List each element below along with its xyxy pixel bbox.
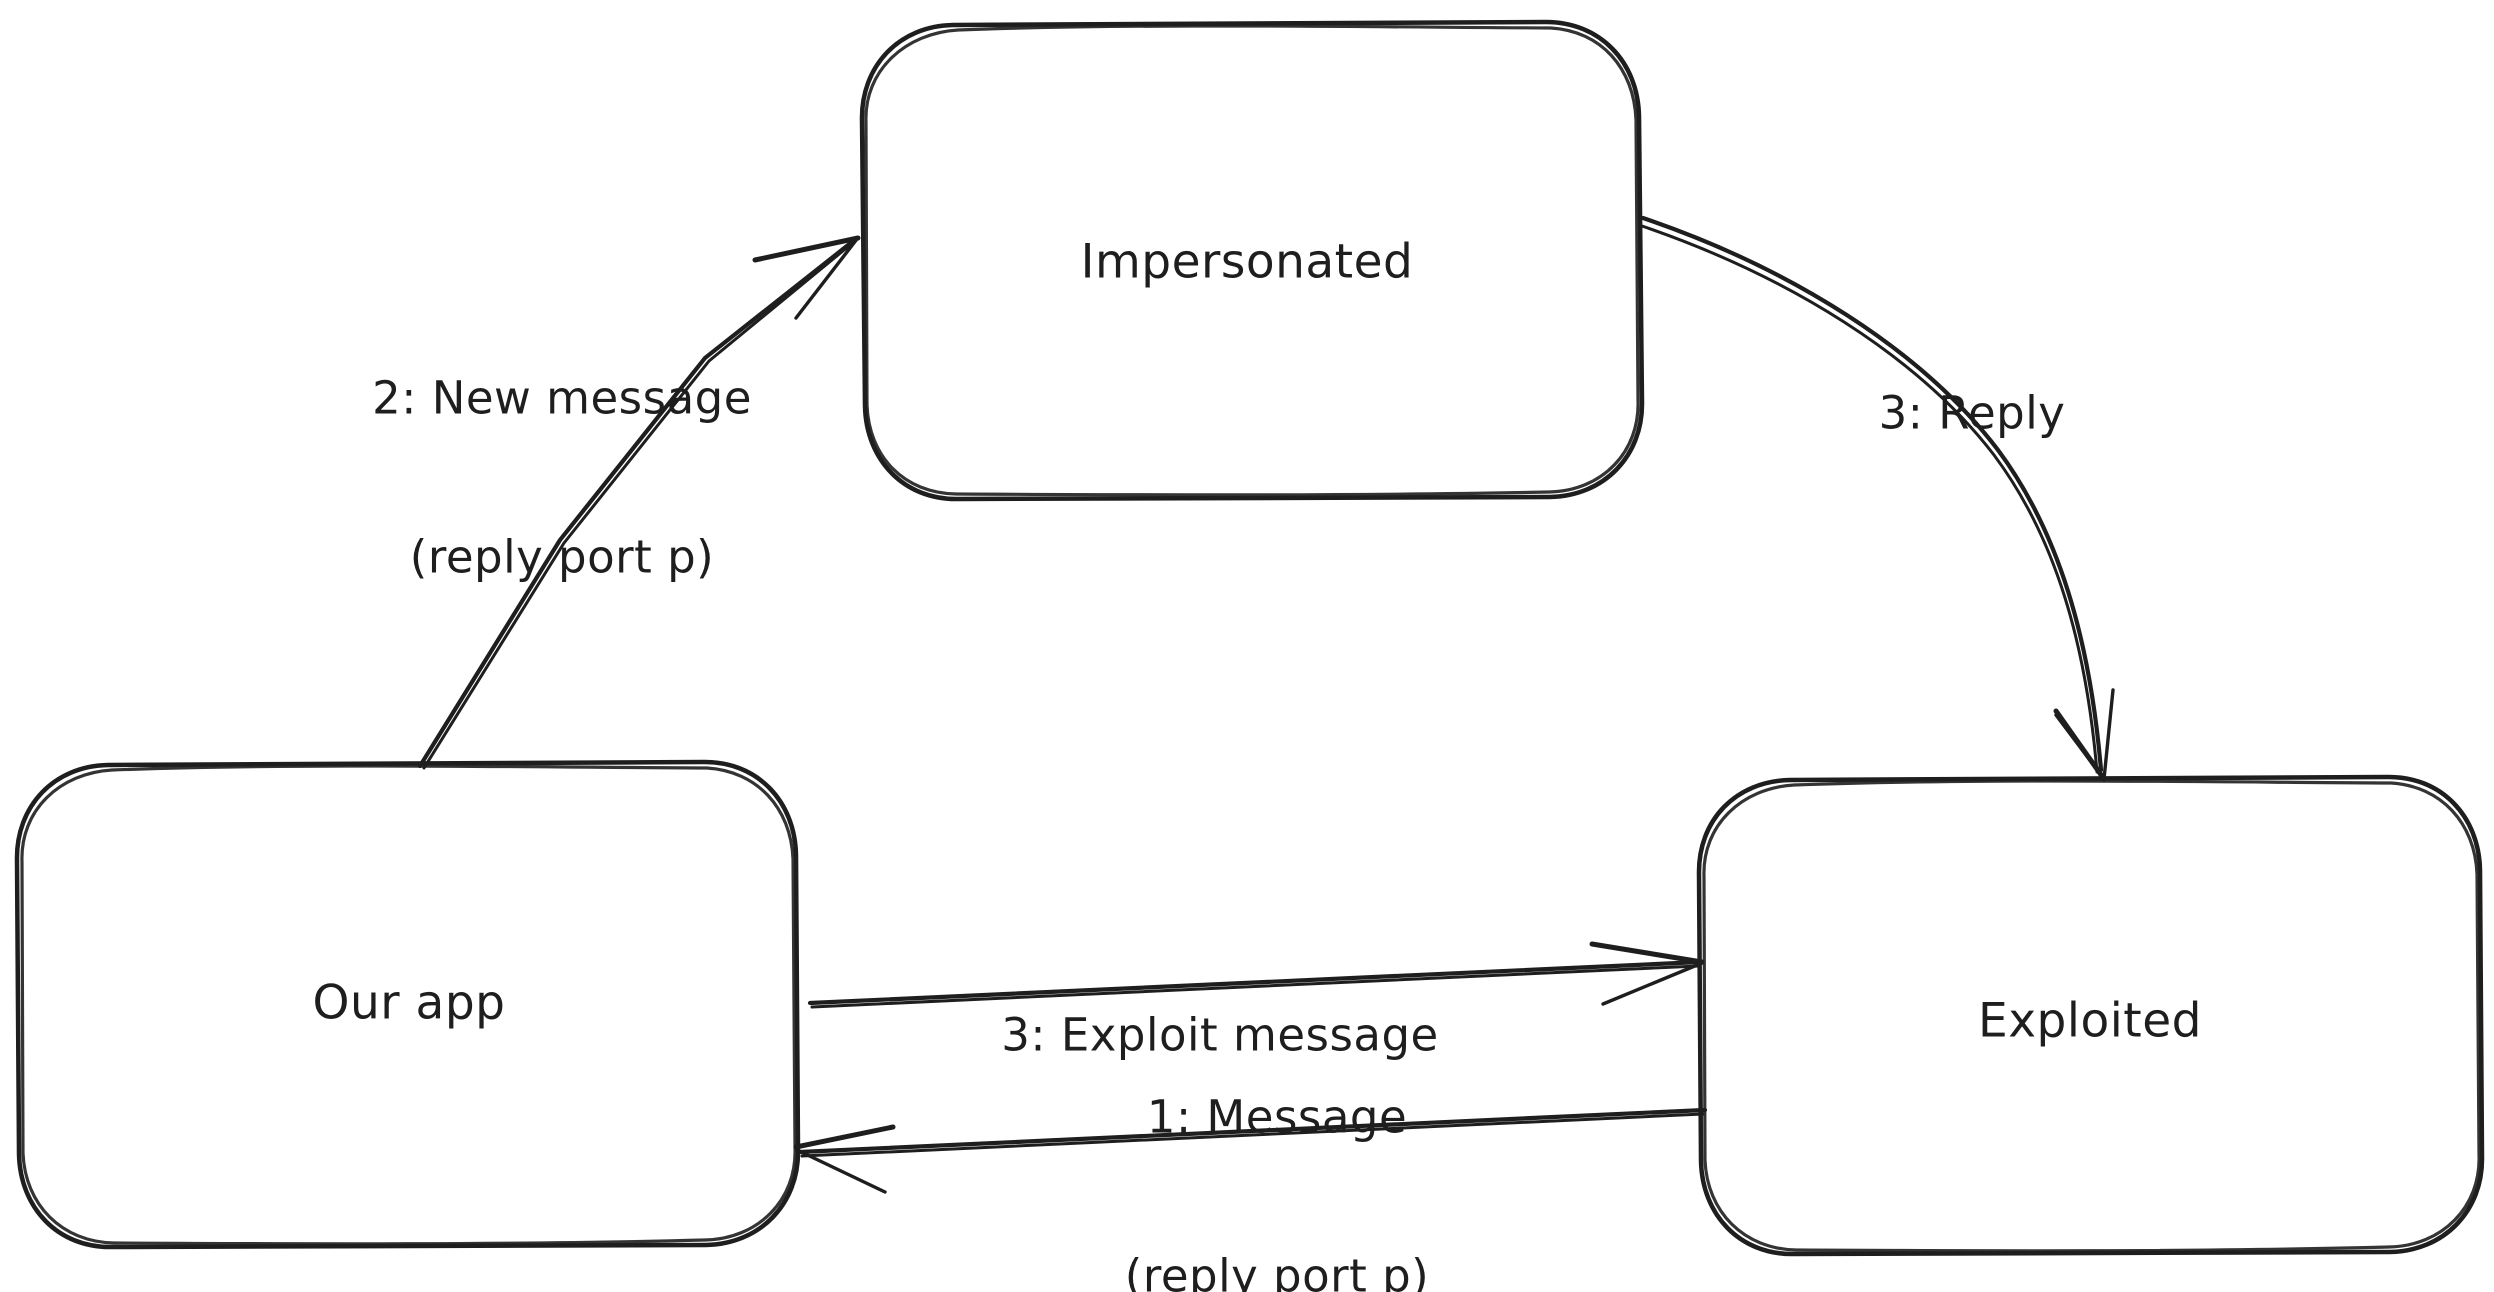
node-our-app[interactable] bbox=[14, 759, 801, 1250]
edge-reply-arrowhead-b bbox=[2102, 688, 2115, 781]
edge-exploit-message-line bbox=[807, 959, 1703, 1006]
edge-reply[interactable] bbox=[1640, 215, 2115, 782]
edge-new-message-line-pass bbox=[422, 239, 857, 770]
edge-reply-label-line1: 3: Reply bbox=[1878, 386, 2066, 440]
node-impersonated-outline bbox=[859, 19, 1645, 502]
node-exploited[interactable] bbox=[1696, 774, 2485, 1257]
node-our-app-outline bbox=[14, 759, 801, 1250]
edge-exploit-message-line-pass bbox=[810, 964, 1700, 1009]
edge-new-message-label: 2: New message (reply port p) bbox=[372, 266, 752, 691]
edge-new-message[interactable] bbox=[417, 235, 861, 770]
edge-new-message-arrowhead-b bbox=[794, 237, 859, 320]
node-impersonated-label: Impersonated bbox=[1080, 234, 1414, 290]
edge-new-message-arrowhead bbox=[752, 235, 861, 263]
edge-reply-label: 3: Reply bbox=[1879, 280, 2066, 545]
edge-new-message-label-line1: 2: New message bbox=[372, 371, 752, 425]
edge-exploit-message-label-line1: 3: Exploit message bbox=[1001, 1008, 1439, 1062]
edge-new-message-line bbox=[417, 235, 860, 769]
edge-message-line bbox=[797, 1107, 1708, 1155]
edge-reply-line-pass bbox=[1640, 224, 2099, 774]
edge-exploit-message-arrowhead-b bbox=[1601, 961, 1704, 1006]
node-impersonated[interactable] bbox=[859, 19, 1645, 502]
edge-message-label-line2: (reply port p) bbox=[1124, 1250, 1430, 1292]
edge-message-arrowhead-b bbox=[795, 1148, 887, 1194]
edge-new-message-label-line2: (reply port p) bbox=[409, 531, 715, 585]
edge-message-label-line1: 1: Message bbox=[1146, 1090, 1408, 1144]
edge-message-arrowhead bbox=[793, 1124, 896, 1150]
node-exploited-label: Exploited bbox=[1978, 993, 2202, 1049]
edge-exploit-message-arrowhead bbox=[1589, 941, 1705, 965]
node-exploited-sketch-pass bbox=[1702, 779, 2481, 1253]
edge-message-label: 1: Message (reply port p) bbox=[1125, 985, 1429, 1292]
node-our-app-sketch-pass bbox=[20, 764, 797, 1246]
edge-exploit-message[interactable] bbox=[807, 941, 1705, 1009]
edge-reply-line bbox=[1640, 215, 2104, 773]
edge-exploit-message-label: 3: Exploit message bbox=[1001, 902, 1438, 1167]
node-exploited-outline bbox=[1696, 774, 2485, 1257]
edge-reply-arrowhead-c bbox=[2054, 713, 2106, 781]
node-impersonated-sketch-pass bbox=[864, 24, 1640, 497]
edge-message[interactable] bbox=[793, 1107, 1708, 1194]
edge-message-line-pass bbox=[800, 1112, 1705, 1158]
node-our-app-label: Our app bbox=[312, 975, 506, 1031]
